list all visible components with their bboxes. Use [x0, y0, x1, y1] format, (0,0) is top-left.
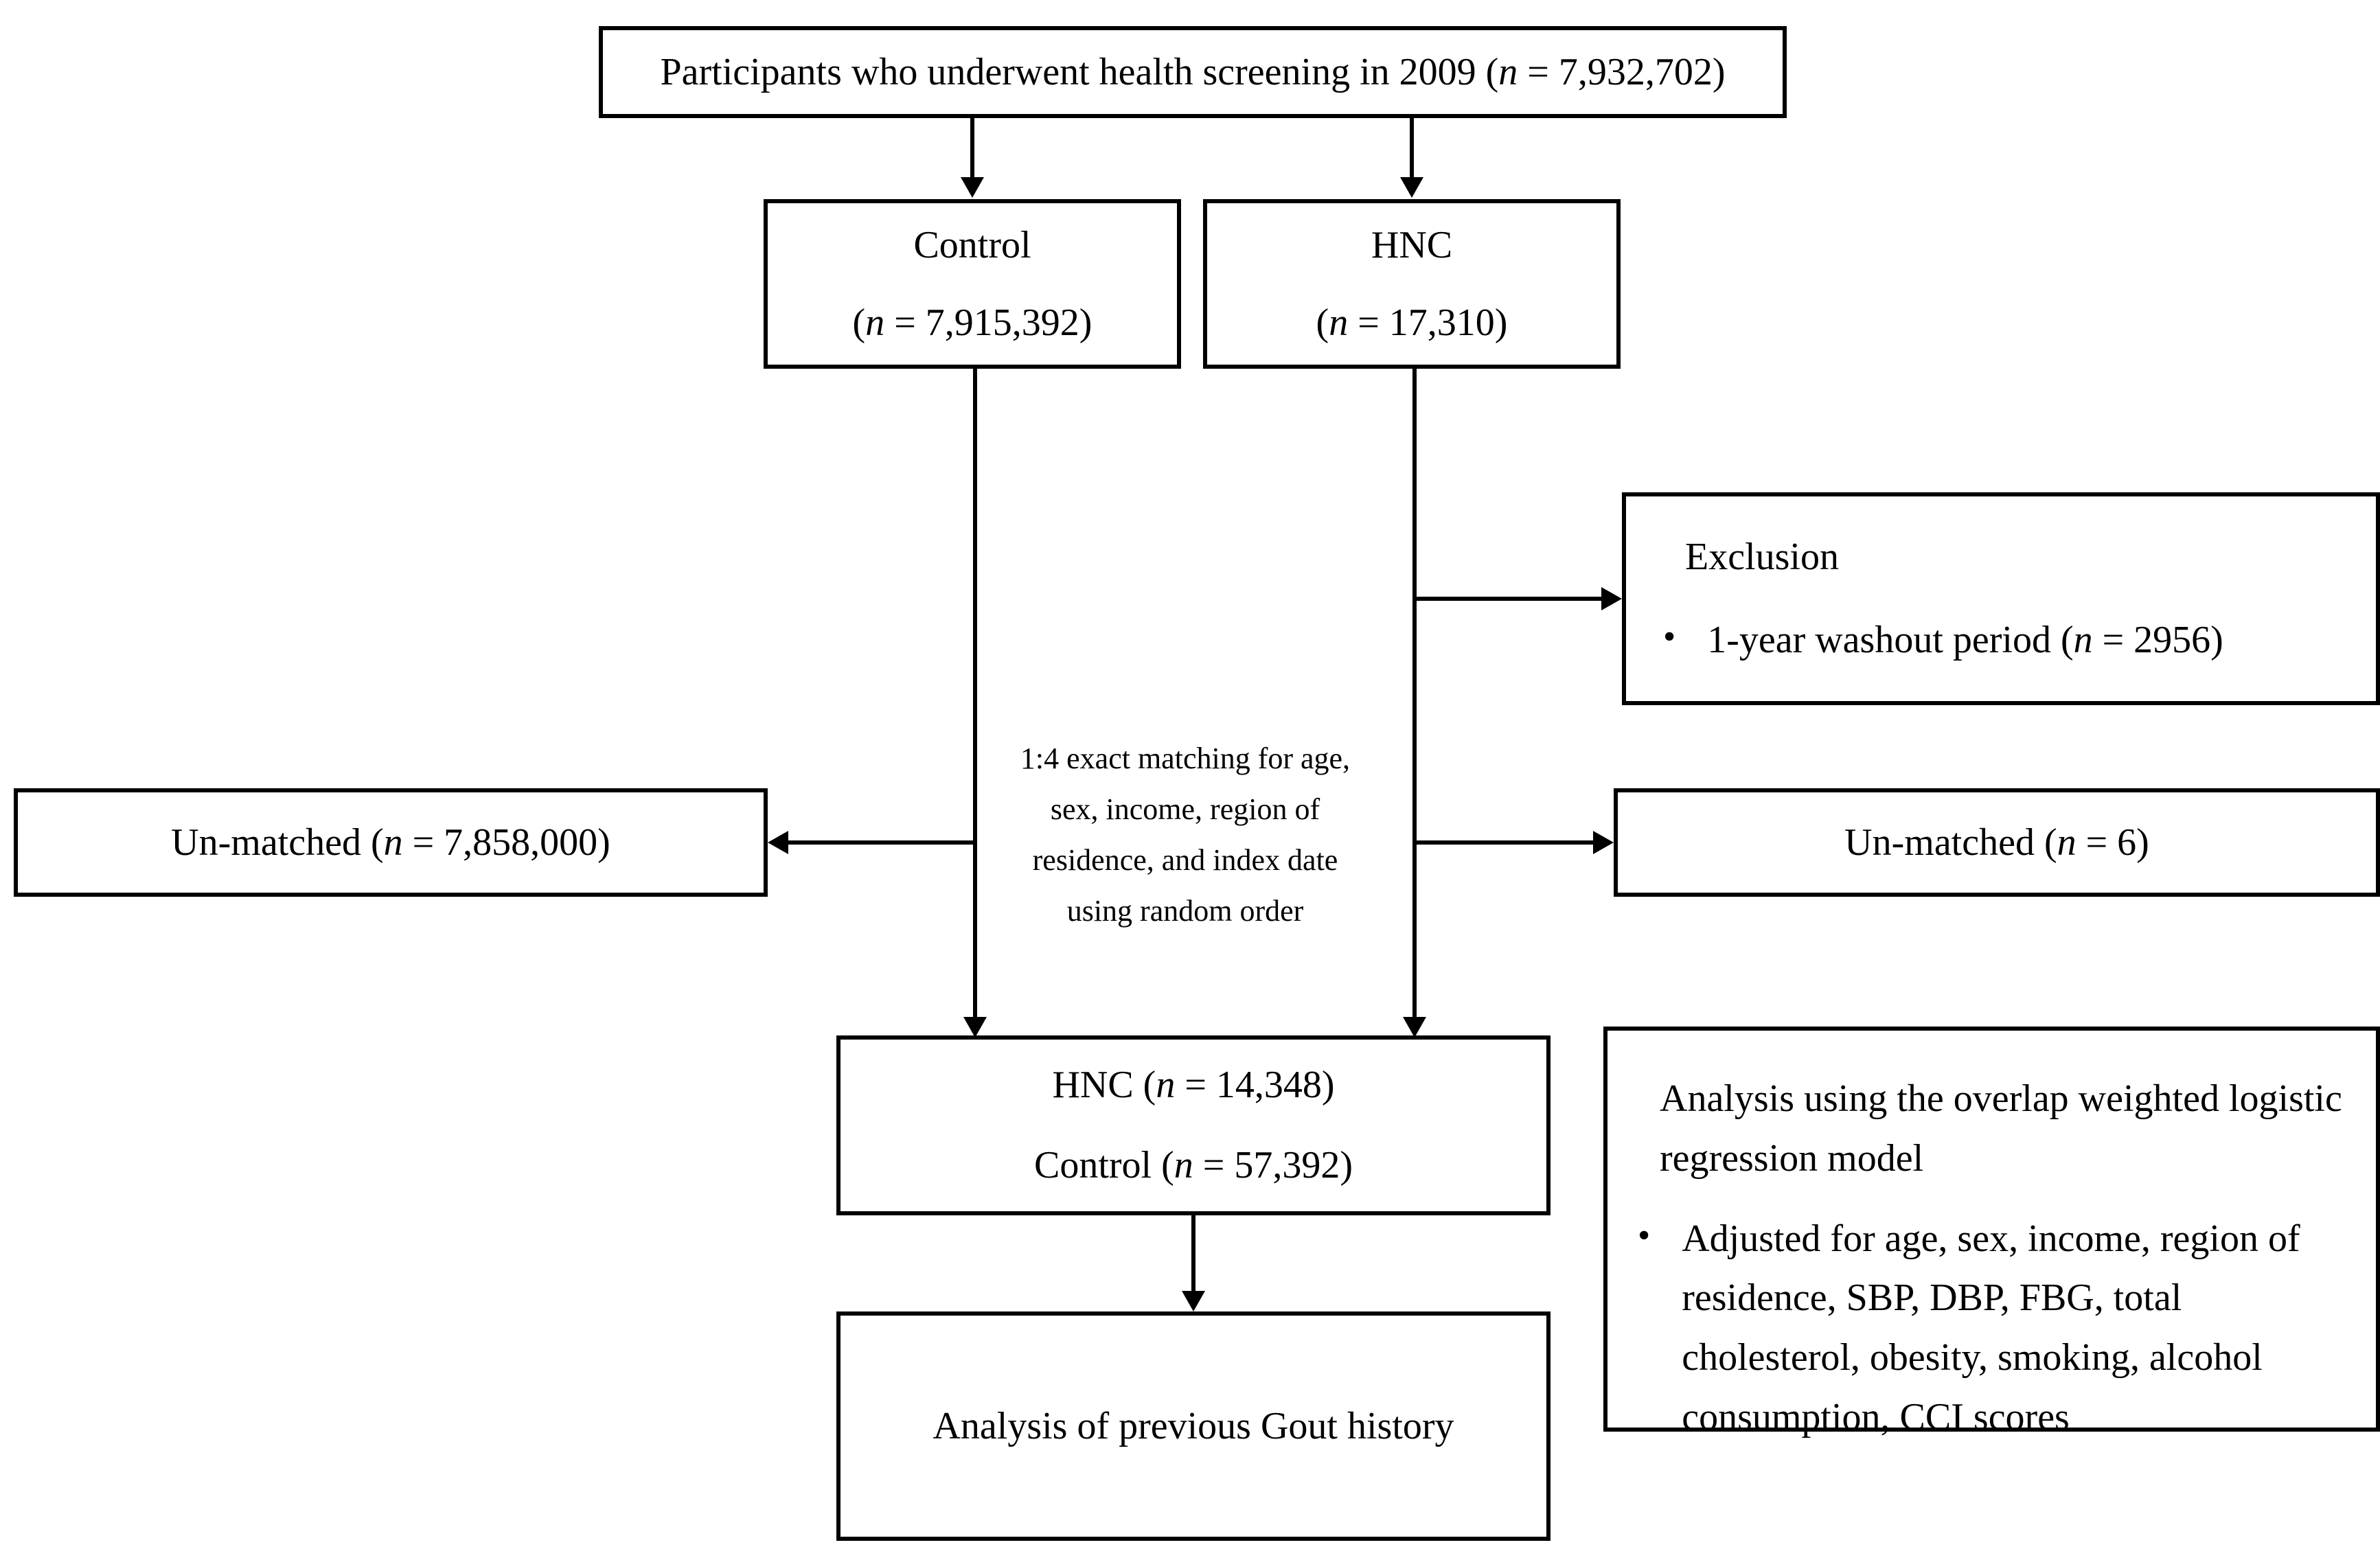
node-final-analysis: Analysis of previous Gout history — [836, 1311, 1551, 1541]
final-analysis-label: Analysis of previous Gout history — [932, 1404, 1454, 1447]
connector-source-to-control — [970, 118, 974, 177]
arrowhead-source-to-hnc — [1400, 177, 1423, 198]
node-unmatched-hnc: Un-matched (n = 6) — [1614, 788, 2380, 897]
matching-caption-line-2: sex, income, region of — [1050, 792, 1320, 826]
node-matched-cohort: HNC (n = 14,348) Control (n = 57,392) — [836, 1035, 1551, 1215]
arrowhead-hnc-to-exclusion — [1601, 587, 1622, 610]
arrowhead-hnc-to-unmatched — [1593, 831, 1614, 854]
annotation-matching-caption: 1:4 exact matching for age, sex, income,… — [1007, 733, 1364, 937]
bullet-icon: • — [1663, 617, 1676, 656]
node-exclusion: Exclusion • 1-year washout period (n = 2… — [1622, 492, 2380, 705]
exclusion-heading: Exclusion — [1685, 536, 1839, 579]
node-hnc-group: HNC (n = 17,310) — [1203, 199, 1621, 369]
connector-hnc-to-exclusion — [1412, 597, 1601, 601]
exclusion-bullet-row: • 1-year washout period (n = 2956) — [1654, 610, 2348, 670]
analysis-method-bullet-row: • Adjusted for age, sex, income, region … — [1628, 1209, 2351, 1447]
connector-source-to-hnc — [1410, 118, 1414, 177]
italic-n: n — [1329, 301, 1349, 344]
hnc-group-title: HNC — [1371, 223, 1453, 266]
node-source-population: Participants who underwent health screen… — [599, 26, 1787, 118]
arrowhead-hnc-to-matched — [1403, 1017, 1426, 1038]
analysis-method-heading-line-1: Analysis using the overlap weighted logi… — [1660, 1077, 2342, 1120]
italic-n: n — [1174, 1144, 1193, 1187]
hnc-group-count: (n = 17,310) — [1316, 301, 1508, 344]
exclusion-bullet-text: 1-year washout period (n = 2956) — [1707, 619, 2223, 661]
italic-n: n — [865, 301, 885, 344]
italic-n: n — [1498, 50, 1518, 93]
matching-caption-line-1: 1:4 exact matching for age, — [1020, 742, 1351, 775]
unmatched-control-label: Un-matched (n = 7,858,000) — [171, 821, 610, 864]
matched-cohort-control-count: Control (n = 57,392) — [1034, 1144, 1353, 1187]
connector-control-stem — [973, 369, 977, 1017]
arrowhead-control-to-unmatched — [768, 831, 788, 854]
bullet-icon: • — [1638, 1215, 1651, 1255]
italic-n: n — [383, 821, 403, 864]
source-population-label: Participants who underwent health screen… — [660, 50, 1726, 93]
connector-hnc-to-unmatched — [1412, 840, 1593, 845]
connector-matched-to-final — [1191, 1215, 1195, 1291]
matched-cohort-hnc-count: HNC (n = 14,348) — [1052, 1064, 1335, 1107]
arrowhead-source-to-control — [961, 177, 984, 198]
connector-control-to-unmatched — [788, 840, 975, 845]
node-control-group: Control (n = 7,915,392) — [764, 199, 1181, 369]
control-group-count: (n = 7,915,392) — [852, 301, 1092, 344]
control-group-title: Control — [913, 223, 1031, 266]
unmatched-hnc-label: Un-matched (n = 6) — [1844, 821, 2149, 864]
node-analysis-method: Analysis using the overlap weighted logi… — [1603, 1027, 2380, 1439]
matching-caption-line-3: residence, and index date — [1032, 843, 1338, 877]
matching-caption-line-4: using random order — [1066, 893, 1304, 928]
arrowhead-control-to-matched — [963, 1017, 987, 1038]
italic-n: n — [2057, 821, 2076, 864]
node-unmatched-control: Un-matched (n = 7,858,000) — [14, 788, 768, 897]
analysis-method-heading-line-2: regression model — [1660, 1136, 1924, 1180]
connector-hnc-stem — [1412, 369, 1417, 1017]
arrowhead-matched-to-final — [1182, 1291, 1205, 1311]
italic-n: n — [2073, 619, 2093, 661]
analysis-method-bullet-text: Adjusted for age, sex, income, region of… — [1682, 1217, 2300, 1439]
italic-n: n — [1156, 1064, 1176, 1107]
